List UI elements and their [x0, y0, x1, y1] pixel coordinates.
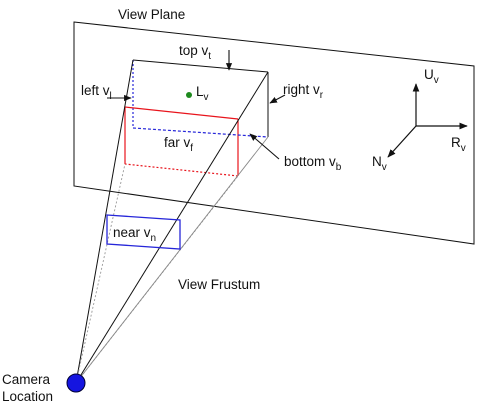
bottom-arrow [249, 133, 280, 160]
frustum-rays [75, 59, 269, 384]
axis-u-label: Uv [424, 67, 439, 86]
camera-label-line1: Camera [2, 372, 51, 387]
bottom-label: bottom vb [284, 154, 342, 173]
near-plane [106, 214, 181, 250]
far-label: far vf [164, 135, 193, 154]
axis-r-label: Rv [451, 135, 466, 154]
axes [387, 83, 468, 158]
frustum-top-face [132, 59, 269, 137]
lookat-label: Lv [196, 84, 209, 103]
camera-label-line2: Location [2, 389, 53, 404]
view-plane [73, 21, 475, 245]
view-plane-label: View Plane [118, 7, 185, 22]
right-label: right vr [283, 82, 324, 101]
left-label: left vl [81, 83, 112, 102]
lookat-dot [186, 92, 192, 98]
view-frustum-label: View Frustum [178, 277, 260, 292]
right-arrow [269, 94, 286, 104]
far-plane [124, 106, 239, 177]
frustum-bottom-inner-edge [132, 127, 269, 138]
top-label: top vt [179, 43, 211, 62]
camera-location-dot [66, 373, 86, 393]
axis-n-label: Nv [372, 154, 387, 173]
near-label: near vn [113, 225, 156, 244]
